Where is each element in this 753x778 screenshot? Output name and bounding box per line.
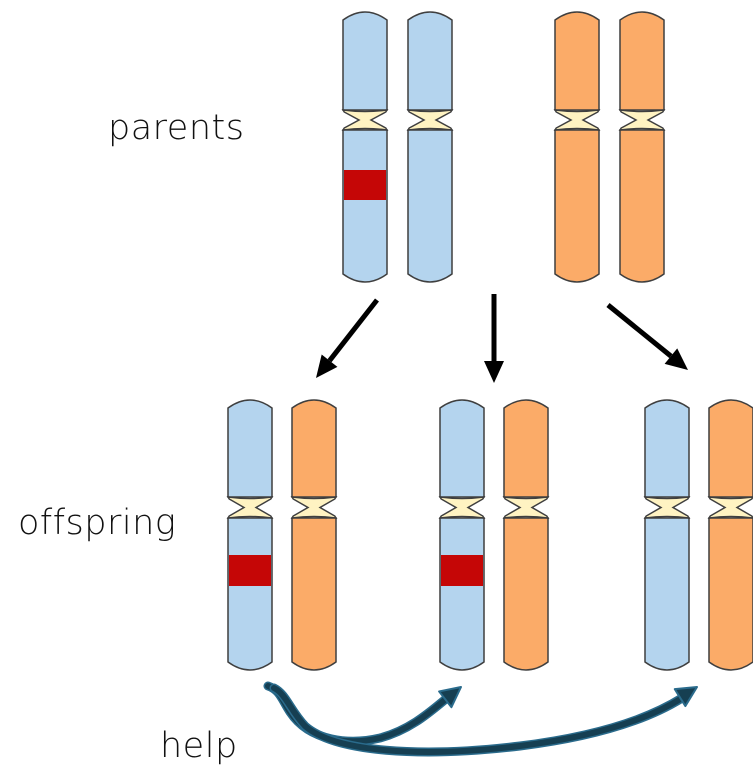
parent-a-chromosome-1 xyxy=(341,11,389,283)
chromosome-upper-arm xyxy=(503,399,549,498)
chromosome-lower-arm xyxy=(554,129,600,283)
offspring-1-chromosome-1 xyxy=(226,399,274,671)
arrow-head xyxy=(316,354,338,378)
chromosome-upper-arm xyxy=(227,399,273,498)
offspring-3-pair xyxy=(643,399,753,671)
gene-marker xyxy=(229,555,271,586)
chromosome-lower-arm xyxy=(291,517,337,671)
offspring-2-chromosome-2 xyxy=(502,399,550,671)
gene-marker xyxy=(441,555,483,586)
arrow-to-offspring-2 xyxy=(484,294,504,383)
arrow-to-offspring-1 xyxy=(316,298,379,378)
chromosome-lower-arm xyxy=(644,517,690,671)
offspring-3-chromosome-2 xyxy=(707,399,753,671)
parent-a-chromosome-2 xyxy=(406,11,454,283)
chromosome-lower-arm xyxy=(619,129,665,283)
chromosome-upper-arm xyxy=(291,399,337,498)
help-arrow-head xyxy=(438,686,462,709)
chromosome-lower-arm xyxy=(342,129,388,283)
chromosome-upper-arm xyxy=(342,11,388,111)
centromere xyxy=(226,496,274,519)
offspring-label: offspring xyxy=(18,503,177,543)
chromosome-upper-arm xyxy=(439,399,485,498)
help-arrows xyxy=(263,681,698,757)
help-label: help xyxy=(160,726,238,766)
parent-b-pair xyxy=(553,11,666,283)
chromosome-lower-arm xyxy=(407,129,453,283)
centromere xyxy=(618,109,666,131)
centromere xyxy=(553,109,601,131)
chromosome-upper-arm xyxy=(554,11,600,111)
arrow-head xyxy=(484,361,504,383)
offspring-1-pair xyxy=(226,399,338,671)
centromere xyxy=(502,496,550,519)
parent-b-chromosome-1 xyxy=(553,11,601,283)
help-arrow-head xyxy=(673,686,698,708)
centromere xyxy=(438,496,486,519)
parents-label: parents xyxy=(108,108,245,148)
offspring-2-pair xyxy=(438,399,550,671)
parent-a-pair xyxy=(341,11,454,283)
arrow-to-offspring-3 xyxy=(606,303,688,370)
centromere xyxy=(406,109,454,131)
chromosome-lower-arm xyxy=(439,517,485,671)
chromosome-lower-arm xyxy=(708,517,753,671)
centromere xyxy=(643,496,691,519)
arrow-head xyxy=(664,348,688,370)
centromere xyxy=(707,496,753,519)
offspring-3-chromosome-1 xyxy=(643,399,691,671)
offspring-2-chromosome-1 xyxy=(438,399,486,671)
centromere xyxy=(341,109,389,131)
chromosome-lower-arm xyxy=(227,517,273,671)
chromosome-upper-arm xyxy=(619,11,665,111)
parent-b-chromosome-2 xyxy=(618,11,666,283)
gene-marker xyxy=(344,170,386,200)
arrow-shaft xyxy=(606,303,673,359)
chromosomes-layer xyxy=(226,11,753,671)
inheritance-arrows xyxy=(316,294,688,383)
chromosome-upper-arm xyxy=(644,399,690,498)
help-arrow-to-offspring-3 xyxy=(269,683,698,757)
chromosome-upper-arm xyxy=(708,399,753,498)
help-arrow-body xyxy=(271,685,685,755)
chromosome-upper-arm xyxy=(407,11,453,111)
offspring-1-chromosome-2 xyxy=(290,399,338,671)
chromosome-lower-arm xyxy=(503,517,549,671)
centromere xyxy=(290,496,338,519)
arrow-shaft xyxy=(327,298,379,363)
